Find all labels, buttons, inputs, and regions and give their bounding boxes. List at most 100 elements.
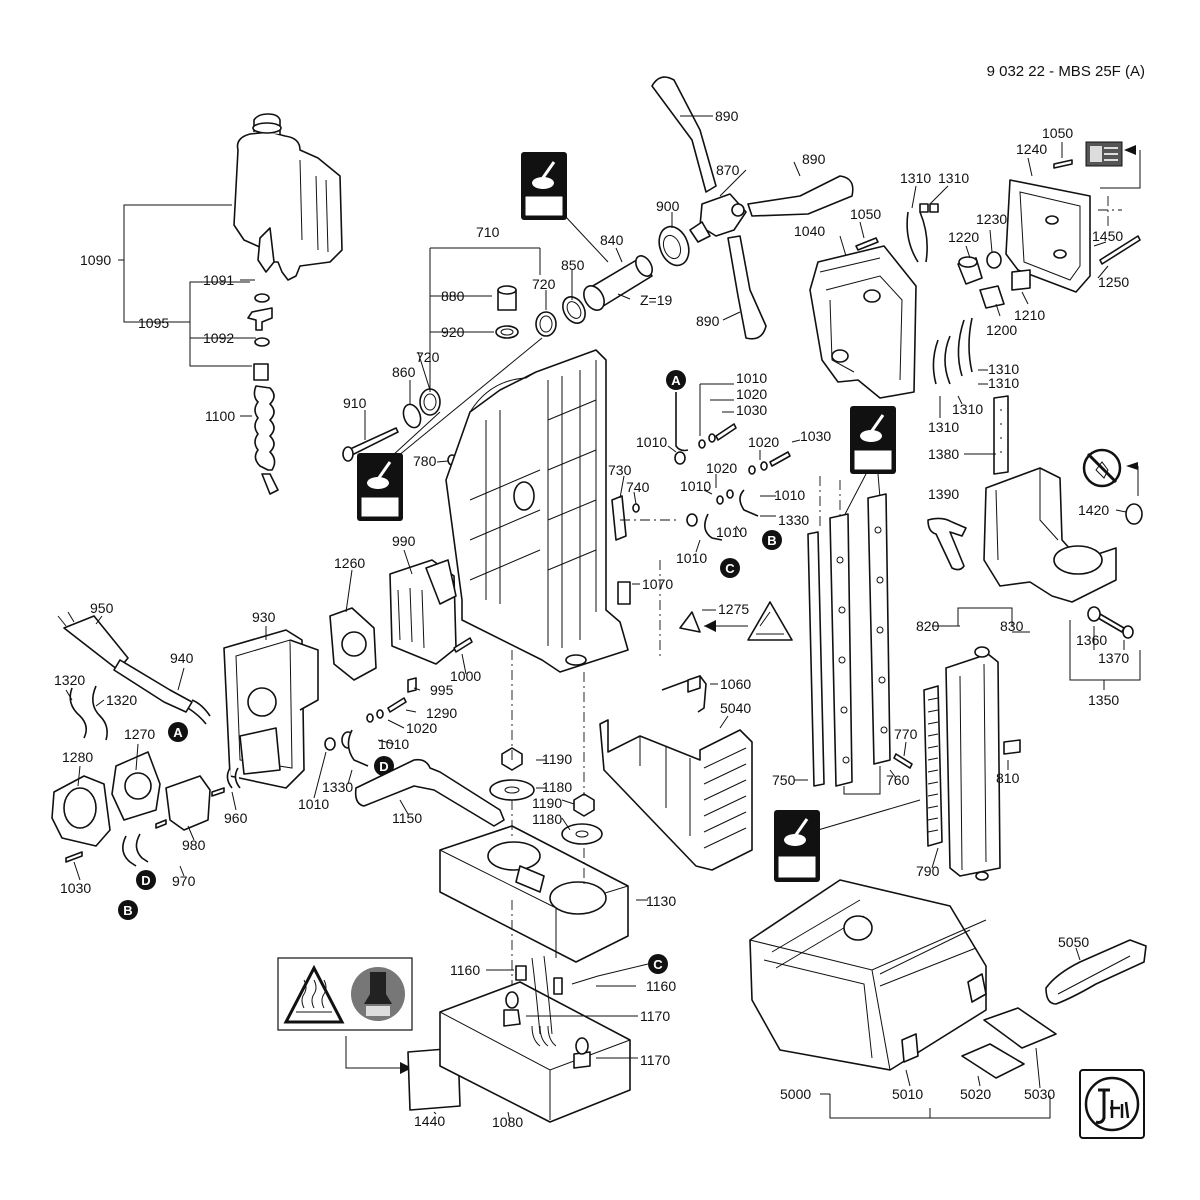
part-washer-1180-b (561, 823, 603, 845)
label-1290: 1290 (426, 705, 457, 721)
label-1050-b: 1050 (1042, 125, 1073, 141)
label-780: 780 (413, 453, 437, 469)
part-screw-1070 (617, 581, 631, 605)
label-1250: 1250 (1098, 274, 1129, 290)
part-rail-760-right (867, 493, 891, 765)
part-bush-720-top (535, 311, 557, 337)
coolant-leaders (118, 204, 256, 417)
part-strap-5050 (1045, 939, 1147, 1005)
label-1040: 1040 (794, 223, 825, 239)
grease-icon-box-lower (774, 810, 820, 882)
part-magnet-base-1080 (439, 981, 631, 1123)
label-5030: 5030 (1024, 1086, 1055, 1102)
part-electronic-990 (389, 559, 457, 665)
label-880: 880 (441, 288, 465, 304)
label-1320-b: 1320 (106, 692, 137, 708)
part-rail-760-left (829, 513, 853, 787)
label-1010-g: 1010 (378, 736, 409, 752)
label-1360: 1360 (1076, 632, 1107, 648)
part-oring-920 (495, 325, 519, 339)
part-nut-1190-b (573, 793, 595, 817)
label-1270: 1270 (124, 726, 155, 742)
label-1010-a: 1010 (736, 370, 767, 386)
label-1310-b: 1310 (938, 170, 969, 186)
label-1310-d: 1310 (988, 375, 1019, 391)
svg-text:A: A (173, 725, 183, 740)
part-socket-1280 (51, 775, 111, 847)
part-motor-carrier-1040 (809, 245, 917, 399)
part-screw-810 (1003, 739, 1021, 755)
svg-text:C: C (653, 957, 663, 972)
label-940: 940 (170, 650, 194, 666)
left-leaders (65, 549, 467, 881)
part-washers-left (324, 697, 407, 767)
part-insert-5020 (961, 1043, 1025, 1079)
label-850: 850 (561, 257, 585, 273)
label-910: 910 (343, 395, 367, 411)
part-switch-plate-1240 (1005, 179, 1091, 293)
label-1280: 1280 (62, 749, 93, 765)
label-770: 770 (894, 726, 918, 742)
label-830: 830 (1000, 618, 1024, 634)
part-case-5000 (749, 879, 987, 1071)
label-1020-d: 1020 (406, 720, 437, 736)
label-1000: 1000 (450, 668, 481, 684)
part-bracket-1420 (983, 467, 1117, 603)
label-1420: 1420 (1078, 502, 1109, 518)
part-plug-950 (57, 611, 211, 725)
label-890-top: 890 (715, 108, 739, 124)
callout-c-mid: C (720, 558, 740, 578)
brand-logo (1079, 1069, 1145, 1139)
rating-plate-icon (1085, 141, 1123, 167)
label-1260: 1260 (334, 555, 365, 571)
label-1010-b: 1010 (636, 434, 667, 450)
part-clip-730 (611, 495, 640, 541)
part-cables-1320 (69, 685, 108, 741)
part-insert-5030 (983, 1007, 1057, 1049)
label-1440: 1440 (414, 1113, 445, 1129)
label-1160-b: 1160 (646, 978, 676, 994)
part-spring-960 (226, 767, 241, 789)
svg-text:C: C (725, 561, 735, 576)
part-rail-750 (807, 531, 825, 787)
label-1150: 1150 (392, 810, 422, 826)
part-cables-970 (122, 833, 149, 867)
label-1050-a: 1050 (850, 206, 881, 222)
label-1091: 1091 (203, 272, 234, 288)
label-1170-b: 1170 (640, 1052, 670, 1068)
label-1070: 1070 (642, 576, 673, 592)
label-720-left: 720 (416, 349, 440, 365)
svg-text:B: B (123, 903, 132, 918)
part-bracket-1260 (329, 607, 377, 681)
label-890-right: 890 (802, 151, 826, 167)
label-890-bottom: 890 (696, 313, 720, 329)
part-lever-1390 (927, 517, 967, 571)
label-1320-a: 1320 (54, 672, 85, 688)
part-screw-left-small (155, 787, 225, 829)
label-1060: 1060 (720, 676, 751, 692)
label-1370: 1370 (1098, 650, 1129, 666)
part-washer-1180-a (489, 779, 535, 801)
part-screw-1050-b (1053, 159, 1073, 169)
part-ring-1230 (986, 251, 1002, 269)
label-5010: 5010 (892, 1086, 923, 1102)
label-1210: 1210 (1014, 307, 1045, 323)
part-plug-880 (497, 285, 517, 311)
label-1160-a: 1160 (450, 962, 480, 978)
label-750: 750 (772, 772, 796, 788)
part-bracket-1270 (111, 751, 161, 821)
label-1220: 1220 (948, 229, 979, 245)
warning-sign-1275 (679, 601, 793, 641)
callout-a-left: A (168, 722, 188, 742)
label-730: 730 (608, 462, 632, 478)
label-870: 870 (716, 162, 740, 178)
part-screw-995 (407, 677, 417, 693)
label-900: 900 (656, 198, 680, 214)
part-screw-1000 (453, 637, 473, 653)
callout-b-bottom: B (118, 900, 138, 920)
part-gear-rack-790 (923, 685, 943, 847)
label-1010-e: 1010 (716, 524, 747, 540)
part-ring-850 (562, 296, 586, 324)
part-screw-1250 (1099, 235, 1141, 265)
label-1010-f: 1010 (676, 550, 707, 566)
